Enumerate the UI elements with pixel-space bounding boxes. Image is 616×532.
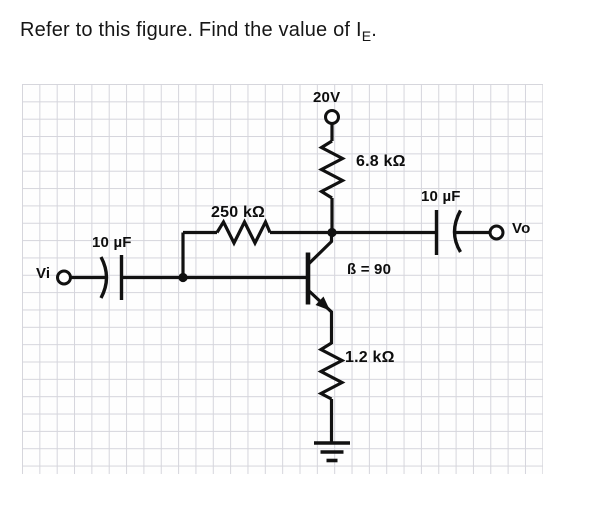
question-suffix: .: [371, 19, 378, 41]
input-terminal-label: Vi: [36, 265, 51, 282]
feedback-resistor-label: 250 kΩ: [211, 204, 266, 221]
output-capacitor-label: 10 µF: [421, 188, 461, 205]
output-terminal-circle: [488, 224, 505, 241]
collector-resistor-zigzag: [318, 139, 346, 200]
base-node-dot: [178, 272, 188, 283]
question-prefix: Refer to this figure. Find the value of …: [20, 19, 362, 41]
feedback-resistor-zigzag: [215, 218, 272, 247]
output-terminal-label: Vo: [512, 220, 531, 237]
transistor-emitter-lead: [306, 288, 334, 344]
transistor-collector-lead: [306, 232, 334, 266]
emitter-resistor-label: 1.2 kΩ: [345, 349, 395, 366]
question-text: Refer to this figure. Find the value of …: [20, 19, 378, 44]
emitter-resistor-zigzag: [317, 341, 346, 401]
input-capacitor-curved-plate: [99, 256, 109, 299]
collector-resistor-label: 6.8 kΩ: [356, 153, 406, 170]
input-terminal-circle: [56, 269, 72, 286]
supply-terminal-circle: [324, 109, 340, 125]
supply-voltage-label: 20V: [313, 89, 341, 106]
question-subscript: E: [361, 28, 372, 44]
transistor-beta-label: ß = 90: [347, 261, 392, 278]
input-capacitor-label: 10 µF: [92, 234, 132, 251]
transistor-emitter-arrow: [315, 296, 330, 311]
